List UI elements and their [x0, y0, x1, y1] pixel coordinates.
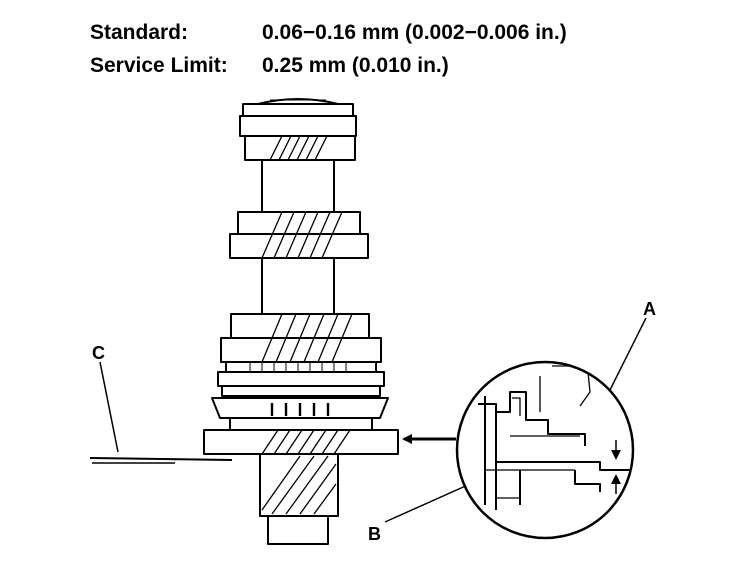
- spec-standard-label: Standard:: [90, 21, 189, 44]
- output-shaft: [259, 453, 339, 545]
- spec-standard-value: 0.06−0.16 mm (0.002−0.006 in.): [262, 21, 567, 44]
- top-gear: [244, 135, 356, 161]
- feeler-gauge: [89, 457, 233, 464]
- bottom-gear: [203, 429, 399, 455]
- leader-b: [384, 483, 471, 523]
- spec-service-limit-value: 0.25 mm (0.010 in.): [262, 54, 449, 77]
- callout-label-a: A: [643, 299, 656, 319]
- callout-label-b: B: [368, 524, 381, 544]
- spec-service-limit-label: Service Limit:: [90, 54, 228, 77]
- detail-zoom-circle: [455, 360, 635, 540]
- middle-gear: [229, 211, 369, 259]
- top-bearing: [239, 98, 357, 137]
- synchronizer-hub: [211, 397, 389, 431]
- spec-standard: Standard: 0.06−0.16 mm (0.002−0.006 in.): [90, 20, 567, 46]
- lower-gear: [220, 313, 382, 363]
- synchronizer-rings: [217, 361, 385, 397]
- spec-service-limit: Service Limit: 0.25 mm (0.010 in.): [90, 53, 449, 79]
- leader-c: [99, 361, 119, 453]
- callout-label-c: C: [92, 343, 105, 363]
